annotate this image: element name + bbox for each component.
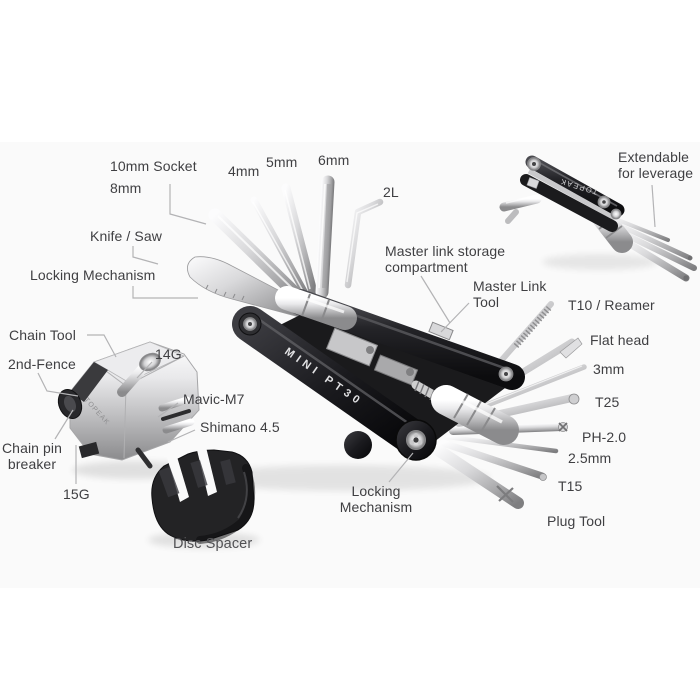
label-t15: T15 bbox=[558, 478, 583, 494]
tool-8mm-flat bbox=[208, 208, 309, 307]
locking-mechanism-front-pivot bbox=[395, 419, 437, 461]
label-10mm-socket-8mm: 10mm Socket 8mm bbox=[110, 158, 197, 196]
folded-end-cap bbox=[610, 208, 622, 220]
leader-master-link-tool bbox=[440, 302, 470, 333]
chain-pin-breaker-part bbox=[70, 362, 108, 402]
chain-tool-foot bbox=[78, 441, 100, 459]
main-multitool: MINI PT30 bbox=[187, 175, 587, 509]
chain-tool-pin-15g bbox=[135, 447, 153, 469]
label-flat-head: Flat head bbox=[590, 332, 650, 348]
label-4mm: 4mm bbox=[228, 163, 260, 179]
tool-2l-hex-key bbox=[344, 198, 384, 289]
bit-t15 bbox=[439, 439, 547, 481]
leader-10mm-socket bbox=[169, 184, 207, 225]
label-chain-tool: Chain Tool bbox=[9, 327, 76, 343]
label-2-5mm: 2.5mm bbox=[568, 450, 612, 466]
locking-mechanism-rear-pivot bbox=[238, 312, 262, 336]
leader-2nd-fence bbox=[37, 372, 79, 397]
fence-prongs-mavic-shimano bbox=[158, 396, 195, 434]
label-mavic-m7: Mavic-M7 bbox=[183, 391, 245, 407]
tool-4mm-hex bbox=[250, 196, 310, 299]
leader-master-storage bbox=[420, 275, 451, 324]
master-link-storage-compartment bbox=[325, 321, 454, 386]
leader-chain-tool bbox=[87, 334, 117, 358]
folded-inner-bits bbox=[527, 168, 617, 221]
tool-5mm-hex bbox=[281, 183, 318, 297]
socket-collar-stack bbox=[275, 286, 357, 330]
folded-multitool: TOPEAK bbox=[499, 155, 697, 282]
label-shimano-4-5: Shimano 4.5 bbox=[200, 419, 280, 435]
label-15g: 15G bbox=[63, 486, 90, 502]
tool-front-plate bbox=[232, 306, 434, 459]
label-chain-pin-breaker: Chain pin breaker bbox=[1, 440, 63, 472]
label-6mm: 6mm bbox=[318, 152, 350, 168]
leader-extendable bbox=[651, 184, 656, 228]
label-master-link-tool: Master Link Tool bbox=[473, 278, 547, 310]
leader-mavic-m7 bbox=[157, 402, 179, 418]
label-2nd-fence: 2nd-Fence bbox=[8, 356, 76, 372]
bit-plug-tool bbox=[429, 442, 524, 509]
label-knife-saw: Knife / Saw bbox=[90, 228, 162, 244]
leader-locking-bottom bbox=[388, 452, 414, 483]
folded-hex-bit bbox=[499, 177, 542, 224]
label-t25: T25 bbox=[595, 394, 620, 410]
label-2l: 2L bbox=[383, 184, 399, 200]
label-master-link-storage: Master link storage compartment bbox=[385, 243, 506, 275]
bit-roller-stack bbox=[431, 385, 519, 445]
back-plate-bolt-center bbox=[504, 372, 508, 376]
knife-saw-blade bbox=[187, 256, 304, 319]
master-link-tool-part bbox=[428, 321, 454, 341]
tool-6mm-hex bbox=[315, 175, 335, 299]
label-extendable-for-leverage: Extendable for leverage bbox=[618, 149, 694, 181]
folded-front-bar bbox=[520, 174, 618, 232]
label-disc-spacer: Disc Spacer bbox=[173, 536, 253, 552]
label-5mm: 5mm bbox=[266, 154, 298, 170]
leader-lines bbox=[37, 184, 656, 484]
label-3mm: 3mm bbox=[593, 361, 625, 377]
chain-pin-screw-14g bbox=[117, 352, 161, 397]
label-ph-2-0: PH-2.0 bbox=[582, 429, 627, 445]
label-14g: 14G bbox=[155, 346, 182, 362]
leader-chain-pin-breaker bbox=[54, 409, 74, 440]
leader-locking-top bbox=[132, 286, 198, 299]
label-plug-tool: Plug Tool bbox=[547, 513, 606, 529]
label-locking-mechanism-bottom: Locking Mechanism bbox=[339, 483, 413, 515]
leader-14g bbox=[136, 361, 153, 379]
leader-knife-saw bbox=[132, 246, 159, 265]
chain-tool-part: TOPEAK bbox=[57, 341, 200, 469]
leader-shimano bbox=[167, 429, 196, 443]
label-locking-mechanism-top: Locking Mechanism bbox=[30, 267, 156, 283]
label-t10-reamer: T10 / Reamer bbox=[568, 297, 655, 313]
disc-spacer-part bbox=[151, 447, 256, 544]
